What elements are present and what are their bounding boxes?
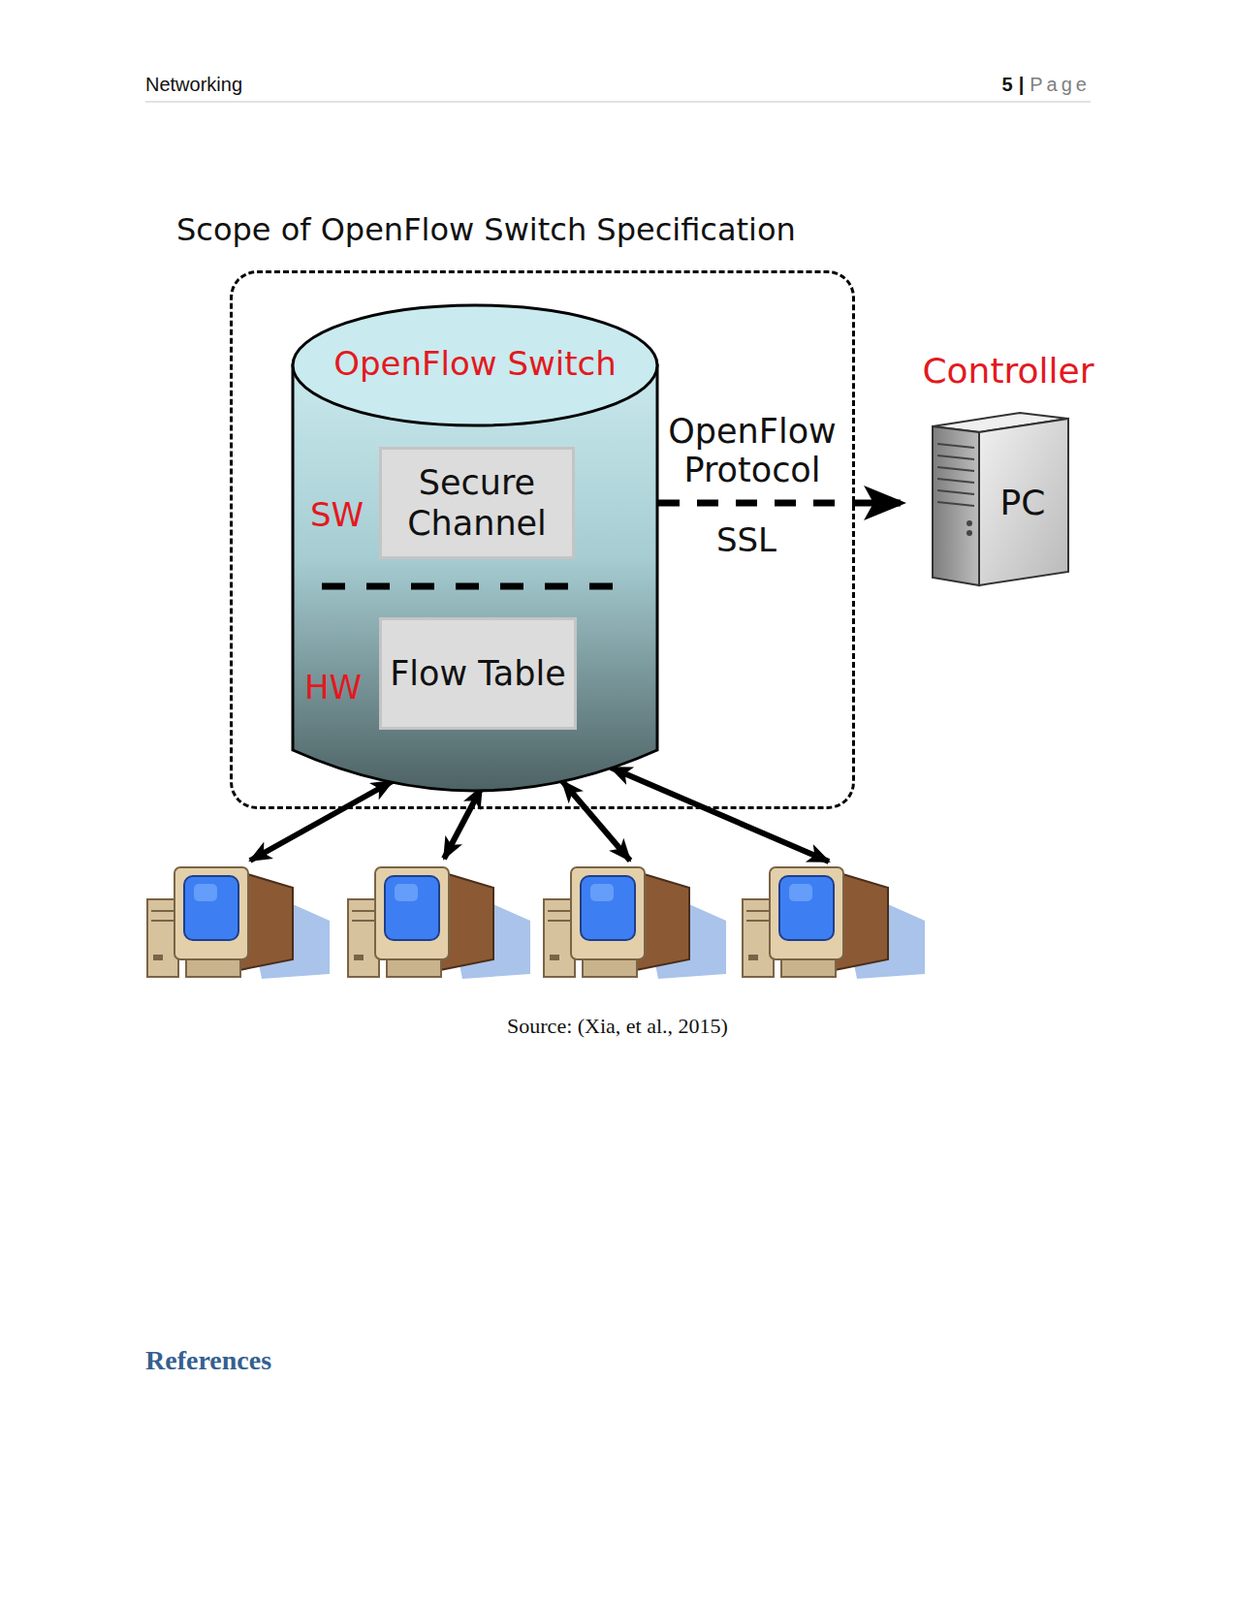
drawing-part [937,443,975,507]
drawing-part [543,867,727,980]
drawing-part [932,426,980,586]
drawing-part [348,867,531,980]
controller-node: ControllerPC [906,350,1110,589]
drawing-part [966,530,973,537]
header-rule [145,100,1091,103]
drawing-part [937,478,975,483]
drawing-part [742,867,925,980]
figure-caption: Source: (Xia, et al., 2015) [423,1014,812,1040]
drawing-part [610,767,829,862]
server-icon [932,412,1069,586]
drawing-part [147,867,330,980]
drawing-part [443,787,482,859]
box-label: Flow Table [389,653,567,695]
cylinder-body [292,365,658,792]
running-header: Networking [145,73,243,96]
protocol-label: SSL [697,520,795,560]
drawing-part [937,467,975,472]
drawing-part [937,502,975,507]
sw-hw-divider [321,583,634,591]
drawing-part [979,418,1069,586]
header-right: 5|Page [1002,73,1091,96]
separator: | [1018,73,1025,96]
layer-label: HW [304,667,362,707]
icon-label: PC [988,482,1057,523]
connector-label: OpenFlow Protocol [657,412,848,491]
switch-name: OpenFlow Switch [290,344,660,383]
layer-label: SW [310,495,364,535]
drawing-part [937,490,975,495]
switch-cylinder: OpenFlow SwitchSecure ChannelFlow Table S… [290,303,660,798]
box-label: Secure Channel [387,462,567,544]
node-heading: Controller [906,350,1110,391]
process-box: Secure Channel [379,446,575,560]
drawing-part [937,443,975,448]
drawing-part [937,455,975,460]
host-computers [147,867,925,980]
section-heading: References [145,1345,272,1377]
page-word: Page [1029,73,1091,96]
region-heading: Scope of OpenFlow Switch Specification [176,211,796,249]
process-box: Flow Table [379,617,577,730]
drawing-part [250,781,393,861]
drawing-part [562,781,631,861]
drawing-part [966,520,973,527]
page-number: 5 [1002,73,1014,96]
